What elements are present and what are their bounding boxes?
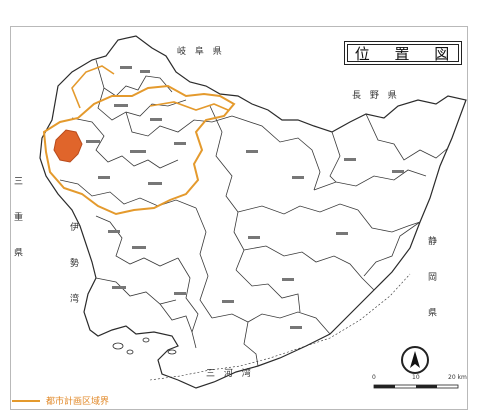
- north-arrow-glyph: [410, 351, 420, 368]
- municipality-markers: [86, 66, 404, 329]
- label-mikawa-bay: 三 河 湾: [206, 369, 254, 379]
- municipal-boundaries: [59, 59, 449, 367]
- legend-line: [12, 399, 40, 402]
- highlighted-municipality: [53, 129, 83, 163]
- islands: [112, 337, 177, 355]
- label-mie: 三 重 県: [12, 176, 22, 269]
- scale-label-10: 10: [412, 374, 420, 381]
- legend: 都市計画区域界: [12, 394, 109, 407]
- legend-label: 都市計画区域界: [46, 397, 110, 407]
- label-gifu: 岐 阜 県: [177, 47, 225, 57]
- scale-label-0: 0: [372, 374, 376, 381]
- label-shizuoka: 静 岡 県: [426, 236, 436, 329]
- scale-bar: [373, 384, 459, 389]
- city-planning-boundary: [42, 84, 236, 216]
- title-box: 位 置 図: [344, 41, 462, 65]
- label-ise-bay: 伊 勢 湾: [68, 222, 78, 315]
- north-arrow-icon: [401, 346, 429, 374]
- map-title: 位 置 図: [354, 44, 460, 63]
- scale-label-20: 20 km: [448, 374, 467, 381]
- shoreline: [149, 273, 411, 381]
- prefecture-outline: [39, 35, 467, 389]
- label-nagano: 長 野 県: [352, 91, 400, 101]
